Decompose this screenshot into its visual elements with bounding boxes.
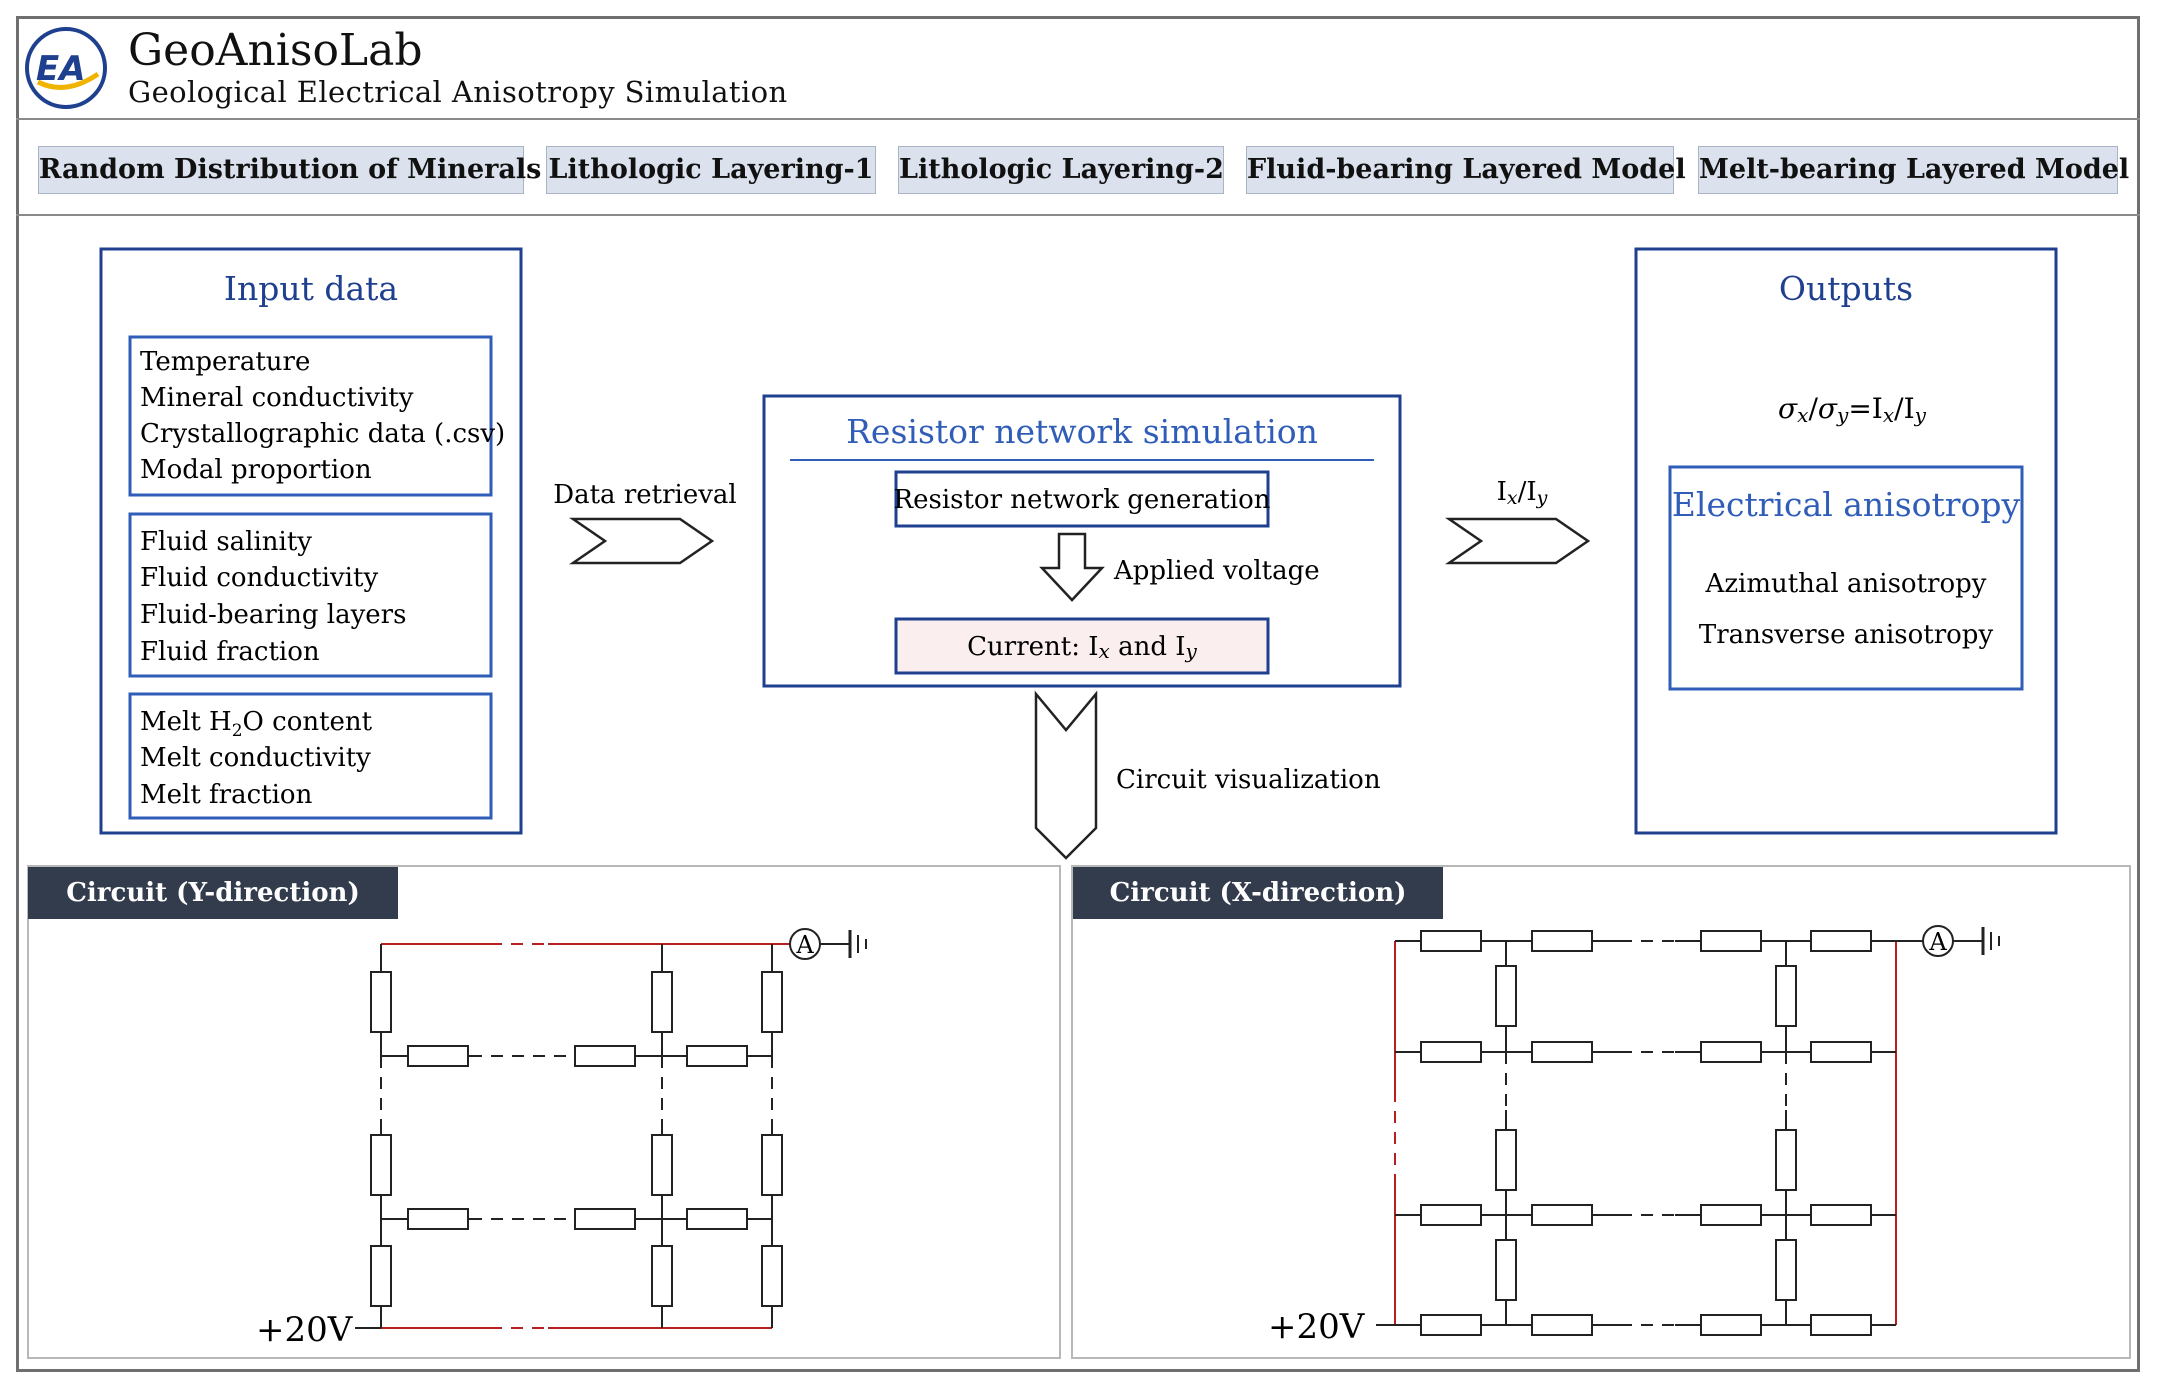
azimuthal-anisotropy: Azimuthal anisotropy <box>1705 569 1987 599</box>
resistor <box>1495 1129 1517 1191</box>
applied-voltage-arrow-icon <box>1039 532 1105 602</box>
resistor <box>1810 1204 1872 1226</box>
ammeter-label: A <box>795 931 814 959</box>
resistor <box>1420 1204 1482 1226</box>
resistor <box>574 1208 636 1230</box>
input-fluid-salinity: Fluid salinity <box>140 527 312 557</box>
transverse-anisotropy: Transverse anisotropy <box>1699 620 1994 650</box>
input-melt-h2o: Melt H2O content <box>140 707 373 741</box>
circuit-x-schematic: A +20V <box>1268 925 2000 1347</box>
input-melt-conductivity: Melt conductivity <box>140 743 371 773</box>
resistor <box>370 1134 392 1196</box>
input-fluid-fraction: Fluid fraction <box>140 637 320 667</box>
resistor <box>1775 965 1797 1027</box>
resistor <box>370 971 392 1033</box>
simulation-title: Resistor network simulation <box>846 412 1318 451</box>
current-box <box>894 617 1270 675</box>
resistor <box>761 1134 783 1196</box>
circuit-visualization-arrow-icon <box>1034 690 1098 860</box>
resistor <box>1495 965 1517 1027</box>
resistor <box>1420 1314 1482 1336</box>
resistor <box>651 1245 673 1307</box>
resistor <box>1531 1041 1593 1063</box>
input-group-fluid <box>128 512 493 678</box>
resistor <box>1810 930 1872 952</box>
input-fluid-bearing-layers: Fluid-bearing layers <box>140 600 406 630</box>
circuit-visualization-label: Circuit visualization <box>1116 765 1381 795</box>
outputs-title: Outputs <box>1779 269 1913 308</box>
resistor <box>1495 1239 1517 1301</box>
simulation-box <box>762 394 1402 688</box>
input-group-melt <box>128 692 493 820</box>
resistor <box>1810 1041 1872 1063</box>
input-melt-fraction: Melt fraction <box>140 780 313 810</box>
network-generation-box <box>894 470 1270 528</box>
logo-text: EA <box>36 49 86 89</box>
current-label: Current: Ix and Iy <box>967 632 1197 663</box>
resistor <box>651 1134 673 1196</box>
voltage-label: +20V <box>256 1310 354 1350</box>
app-subtitle: Geological Electrical Anisotropy Simulat… <box>128 75 788 109</box>
circuit-y-schematic: A +20V <box>256 928 867 1350</box>
outputs-box <box>1634 247 2058 835</box>
tab-fluid-bearing-model[interactable]: Fluid-bearing Layered Model <box>1246 146 1686 194</box>
circuit-x-tab[interactable]: Circuit (X-direction) <box>1073 867 1443 919</box>
resistor <box>761 971 783 1033</box>
tab-random-distribution[interactable]: Random Distribution of Minerals <box>38 146 541 194</box>
input-data-box <box>99 247 523 835</box>
resistor <box>651 971 673 1033</box>
resistor <box>1810 1314 1872 1336</box>
resistor <box>407 1045 469 1067</box>
resistor <box>1700 1204 1762 1226</box>
resistor <box>686 1045 748 1067</box>
tab-lithologic-layering-2[interactable]: Lithologic Layering-2 <box>898 146 1224 194</box>
circuit-y-panel <box>27 865 1061 1359</box>
resistor <box>1700 1041 1762 1063</box>
resistor <box>370 1245 392 1307</box>
resistor <box>1531 1204 1593 1226</box>
resistor <box>1420 1041 1482 1063</box>
resistor <box>1700 1314 1762 1336</box>
input-data-title: Input data <box>224 269 398 308</box>
ammeter-label: A <box>1928 928 1947 956</box>
circuit-y-tab[interactable]: Circuit (Y-direction) <box>28 867 398 919</box>
ixiy-label: Ix/Iy <box>1497 477 1548 509</box>
input-crystallographic-data: Crystallographic data (.csv) <box>140 419 505 449</box>
app-frame <box>16 16 2140 1372</box>
circuit-x-panel <box>1071 865 2131 1359</box>
voltage-label: +20V <box>1268 1307 1366 1347</box>
model-tab-bar <box>16 120 2140 216</box>
input-fluid-conductivity: Fluid conductivity <box>140 563 378 593</box>
data-retrieval-label: Data retrieval <box>553 480 736 510</box>
tab-lithologic-layering-1[interactable]: Lithologic Layering-1 <box>546 146 876 194</box>
resistor <box>1775 1129 1797 1191</box>
logo-icon: EA <box>25 27 107 109</box>
input-mineral-conductivity: Mineral conductivity <box>140 383 414 413</box>
resistor <box>1531 1314 1593 1336</box>
network-generation-label: Resistor network generation <box>894 485 1271 515</box>
resistor <box>1420 930 1482 952</box>
anisotropy-formula: σx/σy=Ix/Iy <box>1778 392 1927 427</box>
resistor <box>686 1208 748 1230</box>
resistor <box>1531 930 1593 952</box>
resistor <box>407 1208 469 1230</box>
tab-melt-bearing-model[interactable]: Melt-bearing Layered Model <box>1698 146 2129 194</box>
input-group-mineral <box>128 335 493 497</box>
input-modal-proportion: Modal proportion <box>140 455 372 485</box>
resistor <box>1775 1239 1797 1301</box>
resistor <box>574 1045 636 1067</box>
outputs-arrow-icon <box>1444 517 1591 565</box>
applied-voltage-label: Applied voltage <box>1113 556 1320 586</box>
data-retrieval-arrow-icon <box>568 517 715 565</box>
app-title: GeoAnisoLab <box>128 25 423 76</box>
resistor <box>1700 930 1762 952</box>
electrical-anisotropy-box <box>1668 465 2024 691</box>
resistor <box>761 1245 783 1307</box>
app-header: EA GeoAnisoLab Geological Electrical Ani… <box>16 16 2140 120</box>
input-temperature: Temperature <box>140 347 310 377</box>
electrical-anisotropy-title: Electrical anisotropy <box>1672 485 2021 524</box>
